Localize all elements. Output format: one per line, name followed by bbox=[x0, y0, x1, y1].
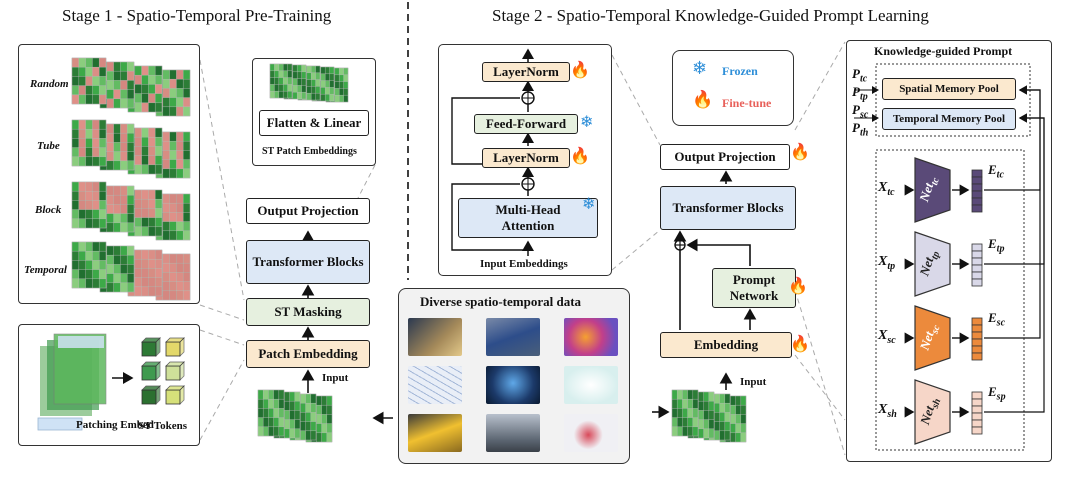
flatten-linear-box: Flatten & Linear bbox=[259, 110, 369, 136]
mask-label-block: Block bbox=[35, 204, 62, 216]
e-label-sp: Esp bbox=[988, 384, 1006, 403]
kgp-panel bbox=[846, 40, 1052, 462]
s1-transformer-blocks: Transformer Blocks bbox=[246, 240, 370, 284]
spatial-memory-pool: Spatial Memory Pool bbox=[882, 78, 1016, 100]
transformer-detail-panel bbox=[438, 44, 612, 276]
snowflake-icon: ❄ bbox=[582, 196, 596, 213]
snowflake-icon: ❄ bbox=[580, 114, 594, 131]
x-label-sh: Xsh bbox=[878, 402, 897, 420]
p-label-sc: Psc bbox=[852, 102, 869, 121]
s1-st-masking: ST Masking bbox=[246, 298, 370, 326]
x-label-sc: Xsc bbox=[878, 328, 896, 346]
s2-feed-forward: Feed-Forward bbox=[474, 114, 578, 134]
e-label-tc: Etc bbox=[988, 162, 1004, 181]
st-patch-panel bbox=[252, 58, 376, 166]
mask-label-tube: Tube bbox=[37, 140, 60, 152]
thumb-road-map bbox=[408, 366, 462, 404]
flame-icon: 🔥 bbox=[570, 148, 590, 165]
stage2-title: Stage 2 - Spatio-Temporal Knowledge-Guid… bbox=[492, 6, 929, 25]
mask-label-random: Random bbox=[30, 78, 69, 90]
thumb-heatmap bbox=[564, 318, 618, 356]
x-label-tc: Xtc bbox=[878, 180, 895, 198]
thumb-city-night bbox=[408, 318, 462, 356]
patching-panel bbox=[18, 324, 200, 446]
temporal-memory-pool: Temporal Memory Pool bbox=[882, 108, 1016, 130]
thumb-geo-map bbox=[564, 414, 618, 452]
masking-panel bbox=[18, 44, 200, 304]
e-label-tp: Etp bbox=[988, 236, 1005, 255]
s1-output-projection: Output Projection bbox=[246, 198, 370, 224]
s2-prompt-network: Prompt Network bbox=[712, 268, 796, 308]
e-label-sc: Esc bbox=[988, 310, 1006, 329]
s1-input-label: Input bbox=[322, 372, 349, 384]
flame-icon: 🔥 bbox=[692, 90, 714, 109]
thumb-taxi bbox=[408, 414, 462, 452]
flame-icon: 🔥 bbox=[790, 144, 810, 161]
s2-layernorm-mid: LayerNorm bbox=[482, 148, 570, 168]
st-tokens-label: ST Tokens bbox=[138, 420, 188, 432]
patching-embed-label: Patching Embed bbox=[76, 419, 154, 431]
s2-input-embeddings: Input Embeddings bbox=[480, 258, 568, 270]
flame-icon: 🔥 bbox=[790, 336, 810, 353]
s2-mha: Multi-Head Attention bbox=[458, 198, 598, 238]
thumb-network bbox=[564, 366, 618, 404]
thumb-bikes bbox=[486, 318, 540, 356]
s2-embedding: Embedding bbox=[660, 332, 792, 358]
thumb-5g bbox=[486, 366, 540, 404]
stage1-title: Stage 1 - Spatio-Temporal Pre-Training bbox=[62, 6, 332, 25]
s2-input-label: Input bbox=[740, 376, 767, 388]
st-patch-embeddings-label: ST Patch Embeddings bbox=[262, 146, 357, 157]
p-label-tp: Ptp bbox=[852, 84, 868, 103]
p-label-th: Pth bbox=[852, 120, 869, 139]
x-label-tp: Xtp bbox=[878, 254, 896, 272]
legend-panel bbox=[672, 50, 794, 126]
flame-icon: 🔥 bbox=[570, 62, 590, 79]
s2-layernorm-top: LayerNorm bbox=[482, 62, 570, 82]
legend-fine-tune: Fine-tune bbox=[722, 96, 772, 110]
s1-patch-embedding: Patch Embedding bbox=[246, 340, 370, 368]
data-panel-title: Diverse spatio-temporal data bbox=[420, 294, 582, 309]
s2-output-projection: Output Projection bbox=[660, 144, 790, 170]
mask-label-temporal: Temporal bbox=[24, 264, 67, 276]
legend-frozen: Frozen bbox=[722, 64, 758, 78]
snowflake-icon: ❄ bbox=[692, 58, 708, 78]
flame-icon: 🔥 bbox=[788, 278, 808, 295]
kgp-title: Knowledge-guided Prompt bbox=[874, 44, 1013, 58]
s2-transformer-blocks: Transformer Blocks bbox=[660, 186, 796, 230]
p-label-tc: Ptc bbox=[852, 66, 868, 85]
thumb-factory bbox=[486, 414, 540, 452]
